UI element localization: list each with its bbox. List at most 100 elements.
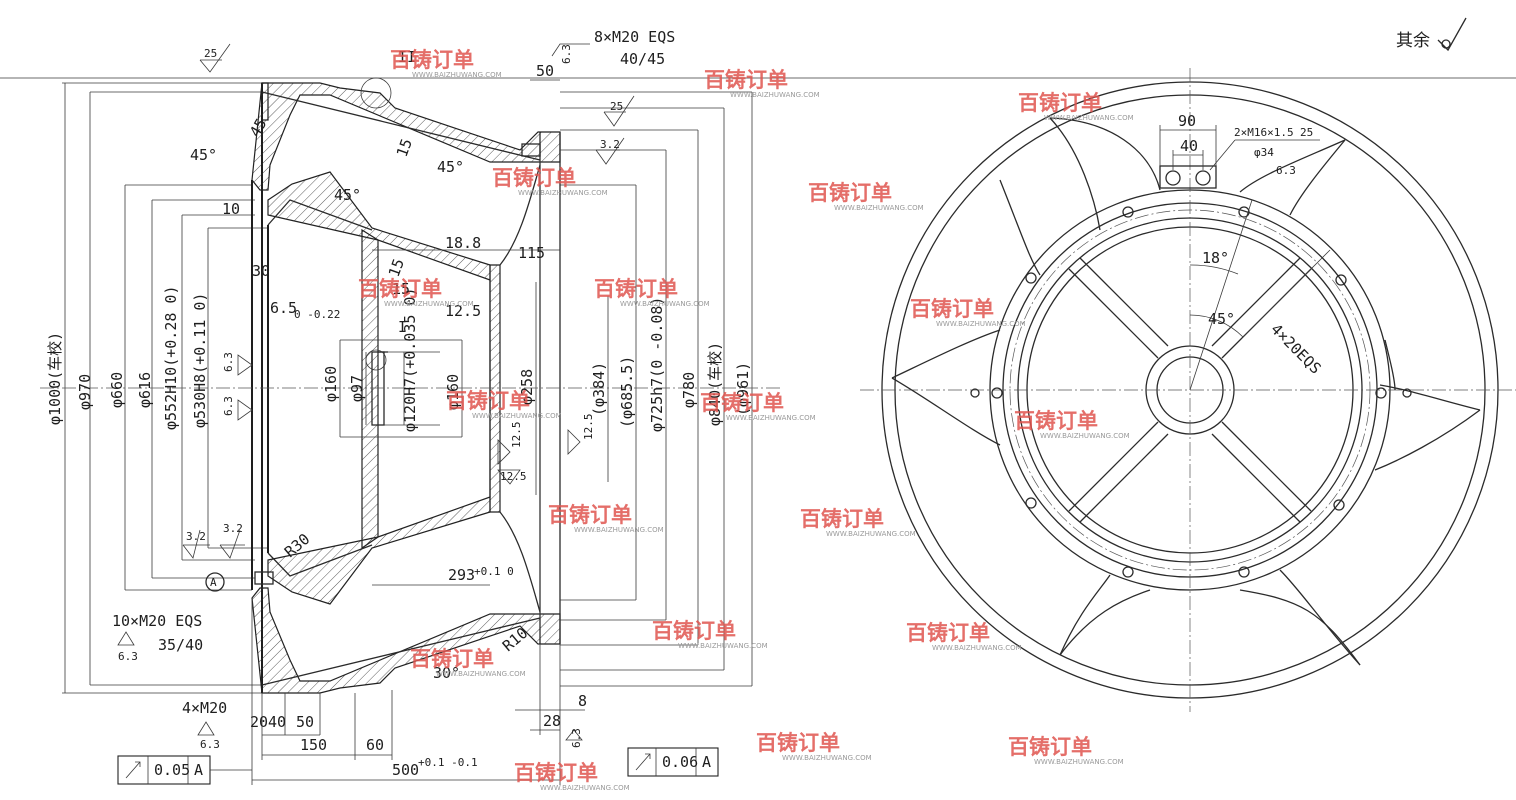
front-dim-40: 40 (1180, 137, 1198, 155)
angle-45-mid: 45° (334, 186, 361, 204)
svg-text:WWW.BAIZHUWANG.COM: WWW.BAIZHUWANG.COM (384, 300, 474, 308)
dim-50-top: 50 (536, 62, 554, 80)
dim-d6855: (φ685.5) (618, 356, 636, 428)
svg-text:百铸订单: 百铸订单 (652, 619, 736, 643)
dim-65-tol: 0 -0.22 (294, 308, 340, 321)
dim-293-tol: +0.1 0 (474, 565, 514, 578)
dim-10: 10 (222, 200, 240, 218)
dim-125: 12.5 (445, 302, 481, 320)
roughness-32-b: 3.2 (223, 522, 243, 535)
svg-text:百铸订单: 百铸订单 (808, 181, 892, 205)
dim-d725: φ725h7(0 -0.08) (648, 297, 666, 432)
dim-d961: (φ961) (734, 362, 752, 416)
dim-30: 30 (252, 262, 270, 280)
roughness-63-b: 6.3 (222, 396, 235, 416)
svg-text:WWW.BAIZHUWANG.COM: WWW.BAIZHUWANG.COM (436, 670, 526, 678)
front-view (860, 68, 1516, 712)
roughness-32-right: 3.2 (600, 138, 620, 151)
detail-I-label: I (398, 318, 407, 336)
front-holes: 4×20EQS (1267, 320, 1324, 377)
dim-293: 293 (448, 566, 475, 584)
roughness-125-c: 12.5 (500, 470, 527, 483)
dim-60: 60 (366, 736, 384, 754)
svg-text:WWW.BAIZHUWANG.COM: WWW.BAIZHUWANG.COM (826, 530, 916, 538)
dim-d120: φ120H7(+0.035 0) (401, 288, 419, 433)
svg-text:百铸订单: 百铸订单 (800, 507, 884, 531)
dim-15-mid: 15 (385, 256, 408, 279)
tolerance-right-datum: A (702, 753, 711, 771)
section-view (40, 77, 780, 785)
dim-65: 6.5 (270, 299, 297, 317)
svg-text:百铸订单: 百铸订单 (700, 391, 784, 415)
dim-8: 8 (578, 692, 587, 710)
general-roughness-label: 其余 (1396, 31, 1430, 51)
front-d34: φ34 (1254, 146, 1274, 159)
thread-roughness-bottom: 6.3 (118, 650, 138, 663)
svg-text:WWW.BAIZHUWANG.COM: WWW.BAIZHUWANG.COM (1044, 114, 1134, 122)
svg-text:WWW.BAIZHUWANG.COM: WWW.BAIZHUWANG.COM (678, 642, 768, 650)
svg-text:百铸订单: 百铸订单 (756, 731, 840, 755)
roughness-25-right: 25 (610, 100, 623, 113)
dim-d258: φ258 (518, 369, 536, 405)
dim-15-low: 15 (392, 280, 410, 298)
svg-text:WWW.BAIZHUWANG.COM: WWW.BAIZHUWANG.COM (726, 414, 816, 422)
angle-30: 30° (433, 664, 460, 682)
front-thread-depth: 25 (1300, 126, 1313, 139)
roughness-125-a: 12.5 (510, 422, 523, 449)
dim-d840: φ840(车校) (706, 342, 724, 426)
dim-d97: φ97 (348, 375, 366, 402)
thread-depth-bottom: 35/40 (158, 636, 203, 654)
datum-a-marker (205, 572, 225, 592)
svg-text:WWW.BAIZHUWANG.COM: WWW.BAIZHUWANG.COM (936, 320, 1026, 328)
thread-spec-bottom: 10×M20 EQS (112, 612, 202, 630)
roughness-symbols (117, 43, 635, 741)
dim-d160a: φ160 (322, 366, 340, 402)
angle-45-top: 45° (437, 158, 464, 176)
dim-188: 18.8 (445, 234, 481, 252)
svg-text:百铸订单: 百铸订单 (358, 277, 442, 301)
general-roughness-symbol (1437, 17, 1467, 52)
svg-text:WWW.BAIZHUWANG.COM: WWW.BAIZHUWANG.COM (540, 784, 630, 792)
svg-text:百铸订单: 百铸订单 (704, 68, 788, 92)
svg-text:百铸订单: 百铸订单 (594, 277, 678, 301)
roughness-32-a: 3.2 (186, 530, 206, 543)
svg-text:百铸订单: 百铸订单 (1008, 735, 1092, 759)
dim-500: 500 (392, 761, 419, 779)
svg-text:WWW.BAIZHUWANG.COM: WWW.BAIZHUWANG.COM (620, 300, 710, 308)
dim-20: 20 (250, 713, 268, 731)
dim-15-top: 15 (393, 136, 416, 159)
svg-text:百铸订单: 百铸订单 (910, 297, 994, 321)
dim-d1000: φ1000(车校) (46, 332, 64, 425)
roughness-63-d: 6.3 (1276, 164, 1296, 177)
svg-text:百铸订单: 百铸订单 (514, 761, 598, 785)
dim-d970: φ970 (76, 374, 94, 410)
svg-text:WWW.BAIZHUWANG.COM: WWW.BAIZHUWANG.COM (932, 644, 1022, 652)
svg-text:WWW.BAIZHUWANG.COM: WWW.BAIZHUWANG.COM (782, 754, 872, 762)
dim-d780: φ780 (680, 372, 698, 408)
detail-I-circle (365, 349, 387, 371)
roughness-63-c: 6.3 (570, 728, 583, 748)
dim-115: 115 (518, 244, 545, 262)
dim-50: 50 (296, 713, 314, 731)
thread-spec-top: 8×M20 EQS (594, 28, 675, 46)
dimension-labels: 其余 25 8×M20 EQS 40/45 6.3 50 25 3.2 φ100… (46, 28, 1430, 779)
svg-text:WWW.BAIZHUWANG.COM: WWW.BAIZHUWANG.COM (574, 526, 664, 534)
angle-45-left: 45° (190, 146, 217, 164)
roughness-25-top: 25 (204, 47, 217, 60)
dim-d384: (φ384) (590, 362, 608, 416)
dim-28: 28 (543, 712, 561, 730)
